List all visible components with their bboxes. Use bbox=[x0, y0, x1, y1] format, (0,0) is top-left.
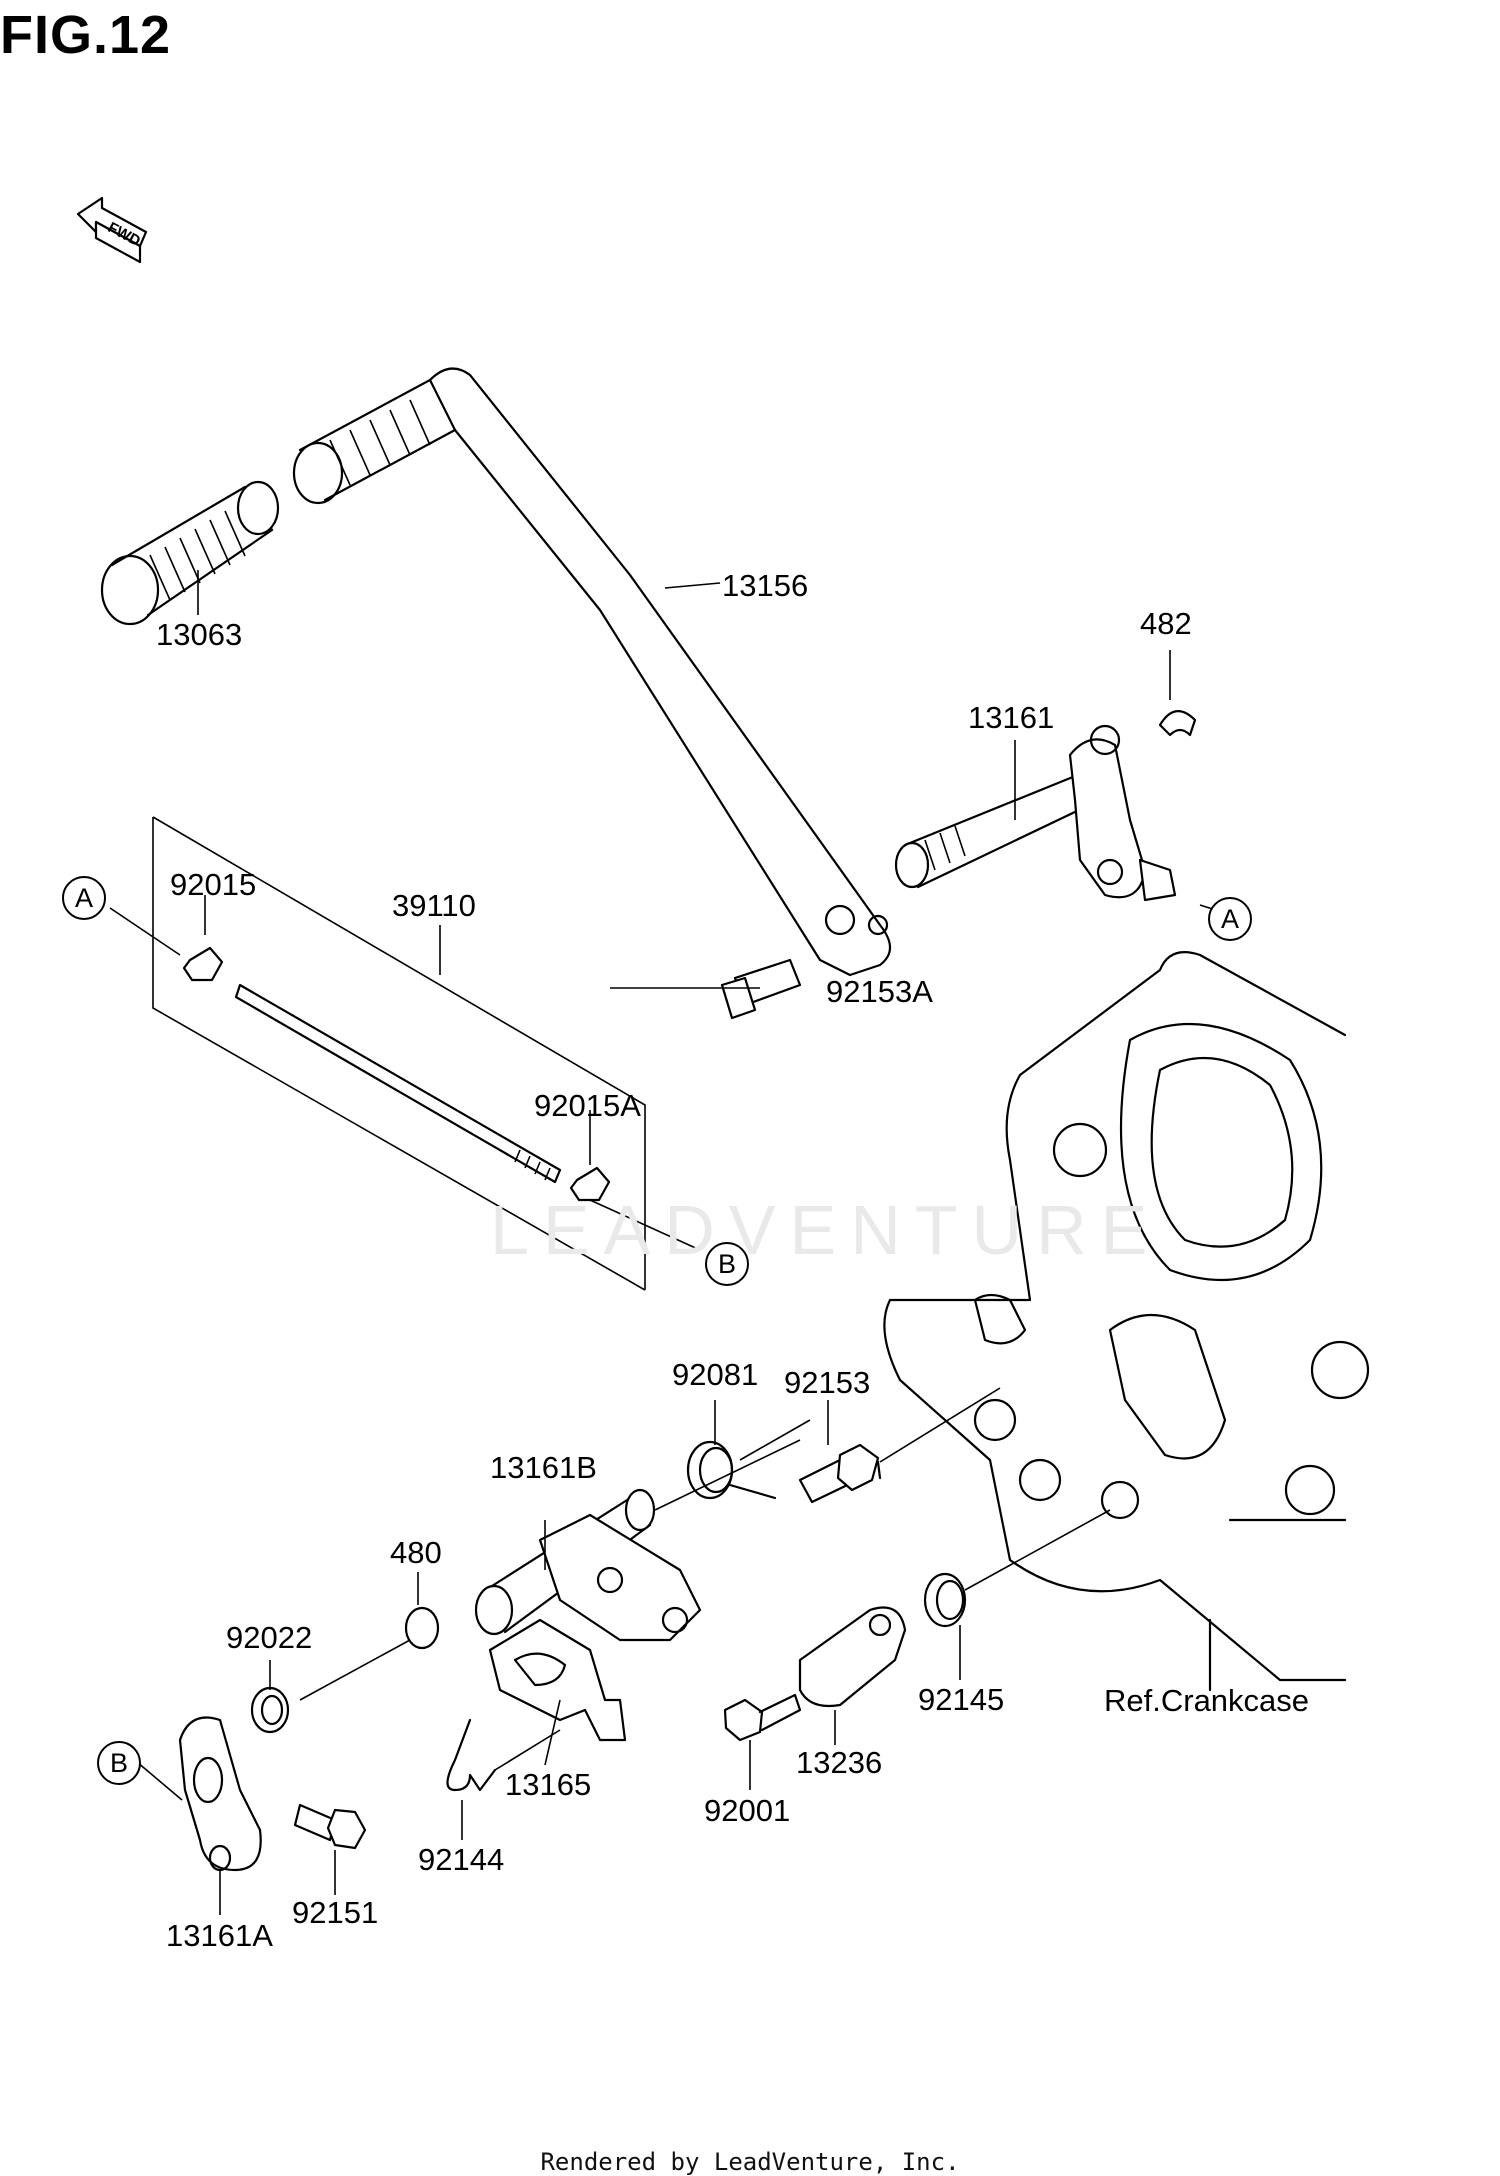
shaft-13161b-drawing bbox=[474, 1439, 801, 1642]
crankcase-drawing bbox=[883, 951, 1370, 1692]
circlip-480-drawing bbox=[404, 1606, 440, 1650]
callout-b-upper: B bbox=[705, 1242, 749, 1286]
bolt-92151-drawing bbox=[293, 1803, 367, 1850]
part-label-482[interactable]: 482 bbox=[1140, 606, 1192, 641]
reference-crankcase-label: Ref.Crankcase bbox=[1104, 1683, 1310, 1718]
fwd-arrow-icon bbox=[76, 196, 148, 264]
callout-a-right: A bbox=[1208, 897, 1252, 941]
part-label-13161b[interactable]: 13161B bbox=[490, 1450, 597, 1485]
part-label-92153a[interactable]: 92153A bbox=[826, 974, 933, 1009]
part-label-92151[interactable]: 92151 bbox=[292, 1895, 379, 1930]
callout-b-lower: B bbox=[97, 1741, 141, 1785]
stopper-plate-13165-drawing bbox=[488, 1618, 627, 1742]
part-label-13063[interactable]: 13063 bbox=[156, 617, 243, 652]
part-label-92153[interactable]: 92153 bbox=[784, 1365, 871, 1400]
part-label-13161[interactable]: 13161 bbox=[968, 700, 1055, 735]
shift-shaft-13161-drawing bbox=[894, 710, 1197, 902]
spring-92145-drawing bbox=[923, 1509, 1111, 1628]
bolt-92153-drawing bbox=[798, 1387, 1001, 1504]
part-label-39110[interactable]: 39110 bbox=[392, 888, 476, 923]
grip-rubber-drawing bbox=[100, 480, 280, 626]
leader-lines bbox=[109, 570, 1226, 1915]
bolt-92153a-drawing bbox=[720, 958, 802, 1020]
watermark: LEADVENTURE bbox=[490, 1191, 1162, 1269]
part-label-13236[interactable]: 13236 bbox=[796, 1745, 883, 1780]
part-label-92001[interactable]: 92001 bbox=[704, 1793, 791, 1828]
part-label-480[interactable]: 480 bbox=[390, 1535, 442, 1570]
shift-rod-assembly-drawing bbox=[152, 816, 646, 1291]
part-label-92145[interactable]: 92145 bbox=[918, 1682, 1005, 1717]
part-label-13161a[interactable]: 13161A bbox=[166, 1918, 273, 1953]
part-label-13165[interactable]: 13165 bbox=[505, 1767, 592, 1802]
bolt-92001-drawing bbox=[723, 1693, 802, 1742]
footer-credit: Rendered by LeadVenture, Inc. bbox=[540, 2148, 960, 2176]
part-label-92144[interactable]: 92144 bbox=[418, 1842, 505, 1877]
spring-92144-drawing bbox=[446, 1718, 561, 1792]
part-label-92015a[interactable]: 92015A bbox=[534, 1088, 641, 1123]
shift-lever-drawing bbox=[292, 367, 892, 977]
figure-title: FIG.12 bbox=[0, 5, 172, 65]
callout-a-left: A bbox=[62, 876, 106, 920]
spring-92081-drawing bbox=[686, 1419, 811, 1500]
part-label-92015[interactable]: 92015 bbox=[170, 867, 257, 902]
part-label-92022[interactable]: 92022 bbox=[226, 1620, 313, 1655]
part-label-92081[interactable]: 92081 bbox=[672, 1357, 759, 1392]
washer-92022-drawing bbox=[250, 1639, 411, 1734]
arm-13161a-drawing bbox=[178, 1716, 262, 1872]
link-13236-drawing bbox=[798, 1606, 907, 1708]
part-label-13156[interactable]: 13156 bbox=[722, 568, 809, 603]
